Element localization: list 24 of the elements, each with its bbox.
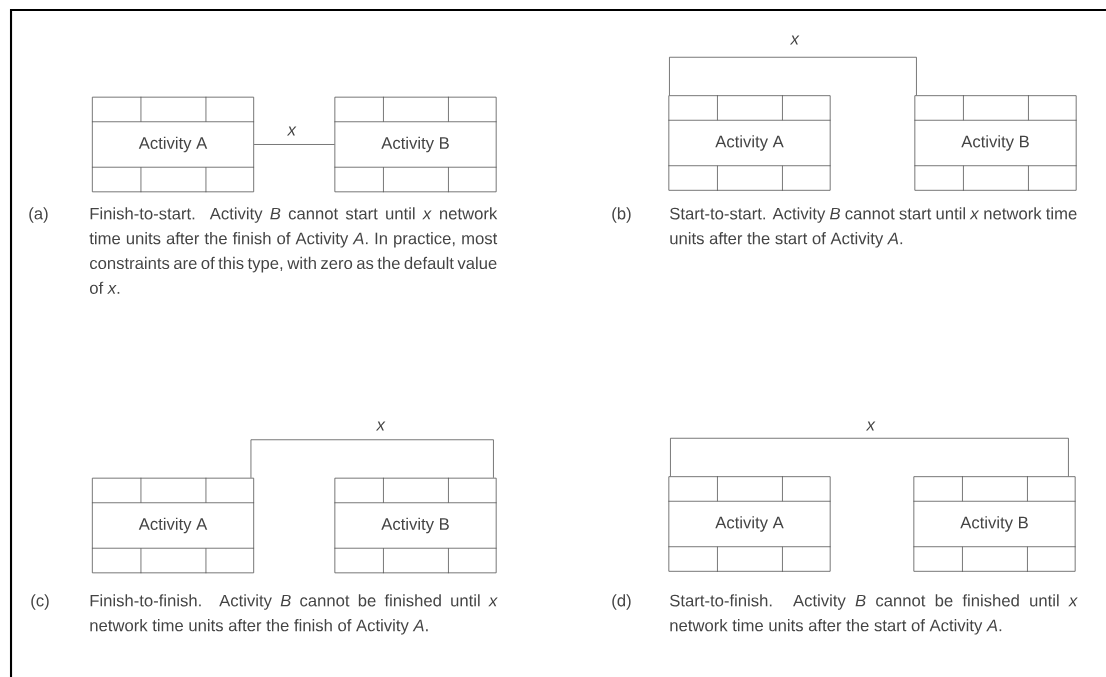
- edge-label: x: [286, 125, 298, 137]
- caption-text: Start-to-finish. Activity B cannot be finished until x network time units after the start of Activity A.: [670, 594, 1078, 635]
- connector-line: [669, 56, 917, 96]
- caption-text: Finish-to-finish. Activity B cannot be finished until x network time units after the finish of Activity A.: [90, 594, 498, 635]
- activity-box: Activity A: [668, 475, 831, 573]
- activity-box: Activity B: [913, 475, 1076, 573]
- panel-label: (a): [29, 207, 48, 223]
- activity-box: Activity B: [914, 94, 1077, 192]
- activity-box: Activity B: [334, 96, 497, 193]
- caption-text: Finish-to-start. Activity B cannot start until x network time units after the finish of Activity A. In practice, most constraints are of this type, with zero as the default value of x.: [89, 207, 498, 294]
- panel-label: (b): [612, 207, 631, 223]
- connector-line: [670, 437, 1069, 477]
- activity-box: Activity A: [91, 96, 255, 193]
- connector-line: [250, 439, 494, 479]
- edge-label: x: [865, 420, 877, 432]
- connector-line: [253, 144, 335, 145]
- edge-label: x: [375, 420, 387, 432]
- panel-label: (d): [612, 594, 631, 610]
- activity-box: Activity A: [91, 477, 255, 574]
- edge-label: x: [789, 34, 801, 46]
- panel-label: (c): [31, 594, 49, 610]
- activity-box: Activity A: [668, 94, 831, 192]
- caption-text: Start-to-start. Activity B cannot start until x network time units after the start of Activity A.: [670, 207, 1077, 248]
- activity-box: Activity B: [334, 477, 497, 574]
